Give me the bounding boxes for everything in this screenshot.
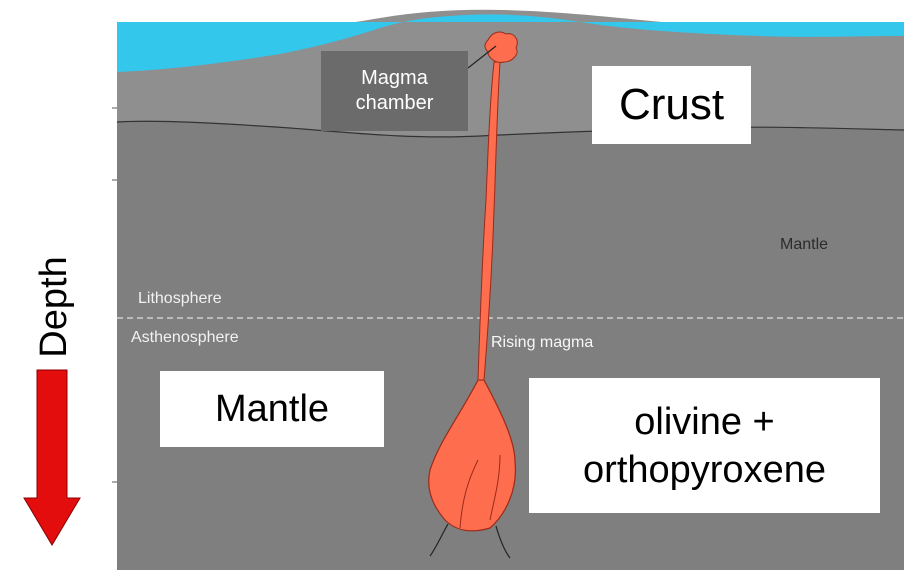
rising-magma-label: Rising magma: [491, 334, 593, 352]
magma-chamber-blob: [485, 32, 517, 62]
mantle-box-text: Mantle: [215, 388, 329, 431]
crust-label: Crust: [592, 66, 751, 144]
depth-label: Depth: [30, 259, 78, 355]
lithosphere-label: Lithosphere: [138, 290, 222, 308]
magma-chamber-text: Magma chamber: [345, 66, 445, 116]
crust-text: Crust: [619, 80, 724, 130]
olivine-box-text: olivine + orthopyroxene: [583, 398, 826, 494]
mantle-small-label: Mantle: [780, 236, 828, 254]
mantle-label-box: Mantle: [160, 371, 384, 447]
olivine-label-box: olivine + orthopyroxene: [529, 378, 880, 513]
magma-chamber-label: Magma chamber: [321, 51, 468, 131]
down-arrow-icon: [24, 370, 80, 545]
asthenosphere-label: Asthenosphere: [131, 329, 239, 347]
